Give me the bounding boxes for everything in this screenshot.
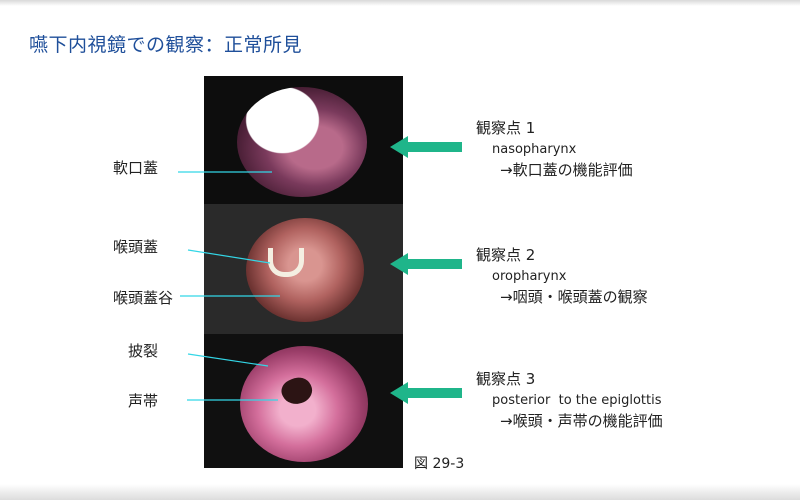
observation-point-1: 観察点 1 nasopharynx →軟口蓋の機能評価 xyxy=(476,117,633,180)
observation-heading: 観察点 3 xyxy=(476,370,536,388)
pointer-line-arytenoid xyxy=(187,353,269,367)
observation-english: posterior to the epiglottis xyxy=(492,393,662,408)
oropharynx-endoscope-view xyxy=(246,218,364,322)
observation-japanese: →軟口蓋の機能評価 xyxy=(500,161,633,179)
label-arytenoid: 披裂 xyxy=(128,342,159,360)
observation-japanese: →喉頭・声帯の機能評価 xyxy=(500,412,663,430)
label-soft-palate: 軟口蓋 xyxy=(113,159,159,177)
figure-label: 図 29-3 xyxy=(414,456,465,472)
label-vallecula: 喉頭蓋谷 xyxy=(113,289,174,307)
nasopharynx-endoscope-view xyxy=(237,87,367,197)
observation-point-2: 観察点 2 oropharynx →咽頭・喉頭蓋の観察 xyxy=(476,244,648,307)
observation-point-3: 観察点 3 posterior to the epiglottis →喉頭・声帯… xyxy=(476,368,663,431)
observation-english: oropharynx xyxy=(492,269,567,284)
observation-english: nasopharynx xyxy=(492,142,577,157)
bottom-edge-shadow xyxy=(0,484,800,500)
epiglottis-shape xyxy=(268,248,304,277)
arrow-observation-3 xyxy=(390,382,462,404)
observation-heading: 観察点 2 xyxy=(476,246,536,264)
observation-heading: 観察点 1 xyxy=(476,119,536,137)
pointer-line-epiglottis xyxy=(187,249,271,264)
label-vocal-cords: 声帯 xyxy=(128,392,159,410)
page-title: 嚥下内視鏡での観察：正常所見 xyxy=(29,34,303,56)
observation-japanese: →咽頭・喉頭蓋の観察 xyxy=(500,288,648,306)
arrow-observation-1 xyxy=(390,136,462,158)
arrow-observation-2 xyxy=(390,253,462,275)
top-edge-shadow xyxy=(0,0,800,6)
label-epiglottis: 喉頭蓋 xyxy=(113,238,159,256)
